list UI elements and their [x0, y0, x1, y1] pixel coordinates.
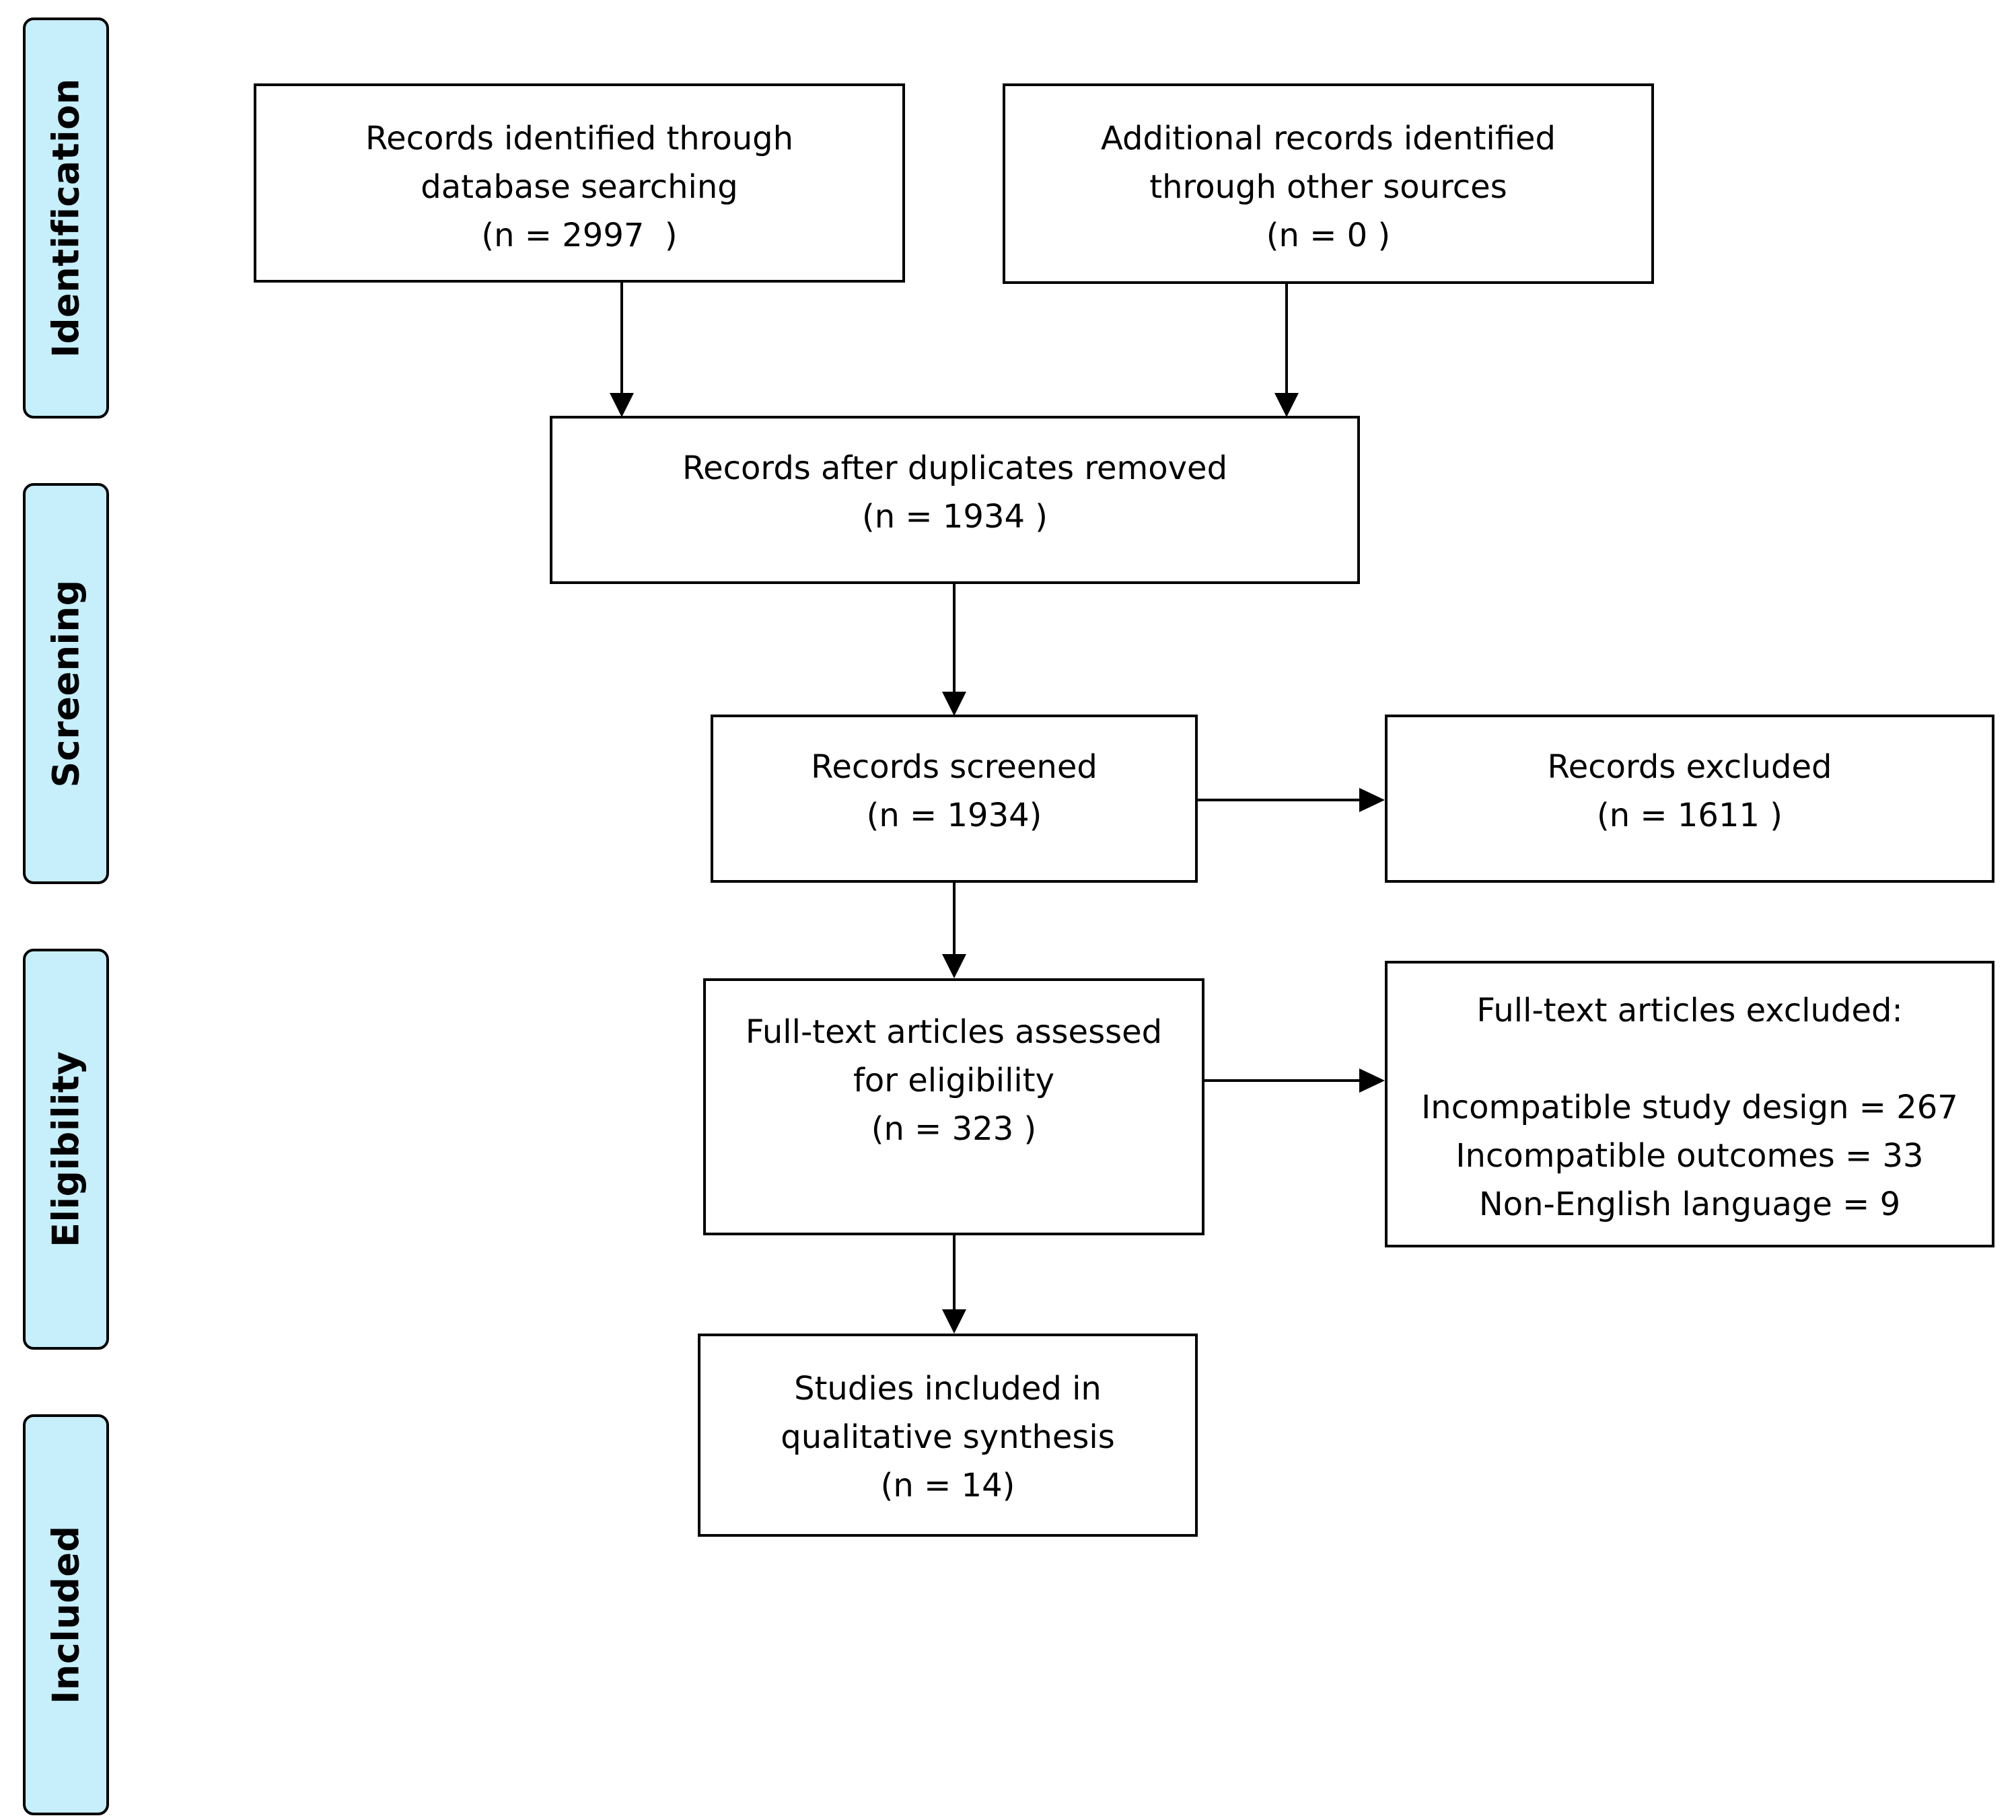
records-screened-count: (n = 1934) [866, 797, 1042, 834]
database-search-count: (n = 2997 ) [481, 217, 678, 254]
other-sources-line-1: Additional records identified [1101, 120, 1556, 157]
duplicates-removed-line-1: Records after duplicates removed [682, 449, 1228, 487]
database-search-line-1: Records identified through [365, 120, 794, 157]
included-studies-line-1: Studies included in [794, 1370, 1102, 1408]
arrowhead-other [1274, 393, 1299, 417]
records-excluded-line-1: Records excluded [1547, 748, 1832, 786]
box-database-search: Records identified through database sear… [254, 83, 905, 283]
records-excluded-count: (n = 1611 ) [1596, 797, 1783, 834]
box-records-screened: Records screened (n = 1934) [711, 715, 1198, 883]
arrowhead-excluded [1359, 788, 1385, 812]
stage-included: Included [23, 1414, 109, 1815]
arrowhead-screened [942, 692, 966, 716]
box-fulltext-assessed: Full-text articles assessed for eligibil… [703, 978, 1204, 1235]
stage-eligibility: Eligibility [23, 949, 109, 1350]
fulltext-assessed-count: (n = 323 ) [871, 1110, 1037, 1148]
box-duplicates-removed: Records after duplicates removed (n = 19… [550, 416, 1360, 584]
arrowhead-fulltext-excluded [1359, 1068, 1385, 1093]
exclusion-reason-outcomes: Incompatible outcomes = 33 [1455, 1137, 1924, 1175]
other-sources-count: (n = 0 ) [1266, 217, 1391, 254]
fulltext-excluded-title: Full-text articles excluded: [1476, 992, 1903, 1029]
fulltext-assessed-line-1: Full-text articles assessed [745, 1013, 1163, 1051]
box-fulltext-excluded: Full-text articles excluded: Incompatibl… [1385, 961, 1994, 1247]
arrowhead-fulltext [942, 954, 966, 978]
exclusion-reason-study-design: Incompatible study design = 267 [1421, 1089, 1958, 1126]
other-sources-line-2: through other sources [1149, 168, 1507, 206]
exclusion-reason-language: Non-English language = 9 [1478, 1186, 1901, 1223]
box-included-studies: Studies included in qualitative synthesi… [698, 1334, 1198, 1537]
stage-screening: Screening [23, 483, 109, 884]
included-studies-line-2: qualitative synthesis [781, 1418, 1115, 1456]
box-other-sources: Additional records identified through ot… [1003, 83, 1654, 284]
duplicates-removed-count: (n = 1934 ) [861, 498, 1048, 536]
included-studies-count: (n = 14) [880, 1467, 1015, 1504]
records-screened-line-1: Records screened [811, 748, 1097, 786]
fulltext-assessed-line-2: for eligibility [853, 1062, 1054, 1099]
arrowhead-included [942, 1309, 966, 1334]
box-records-excluded: Records excluded (n = 1611 ) [1385, 715, 1994, 883]
stage-identification: Identification [23, 17, 109, 418]
fulltext-excluded-spacer [1388, 1035, 1992, 1083]
database-search-line-2: database searching [421, 168, 738, 206]
arrowhead-database [610, 393, 634, 417]
